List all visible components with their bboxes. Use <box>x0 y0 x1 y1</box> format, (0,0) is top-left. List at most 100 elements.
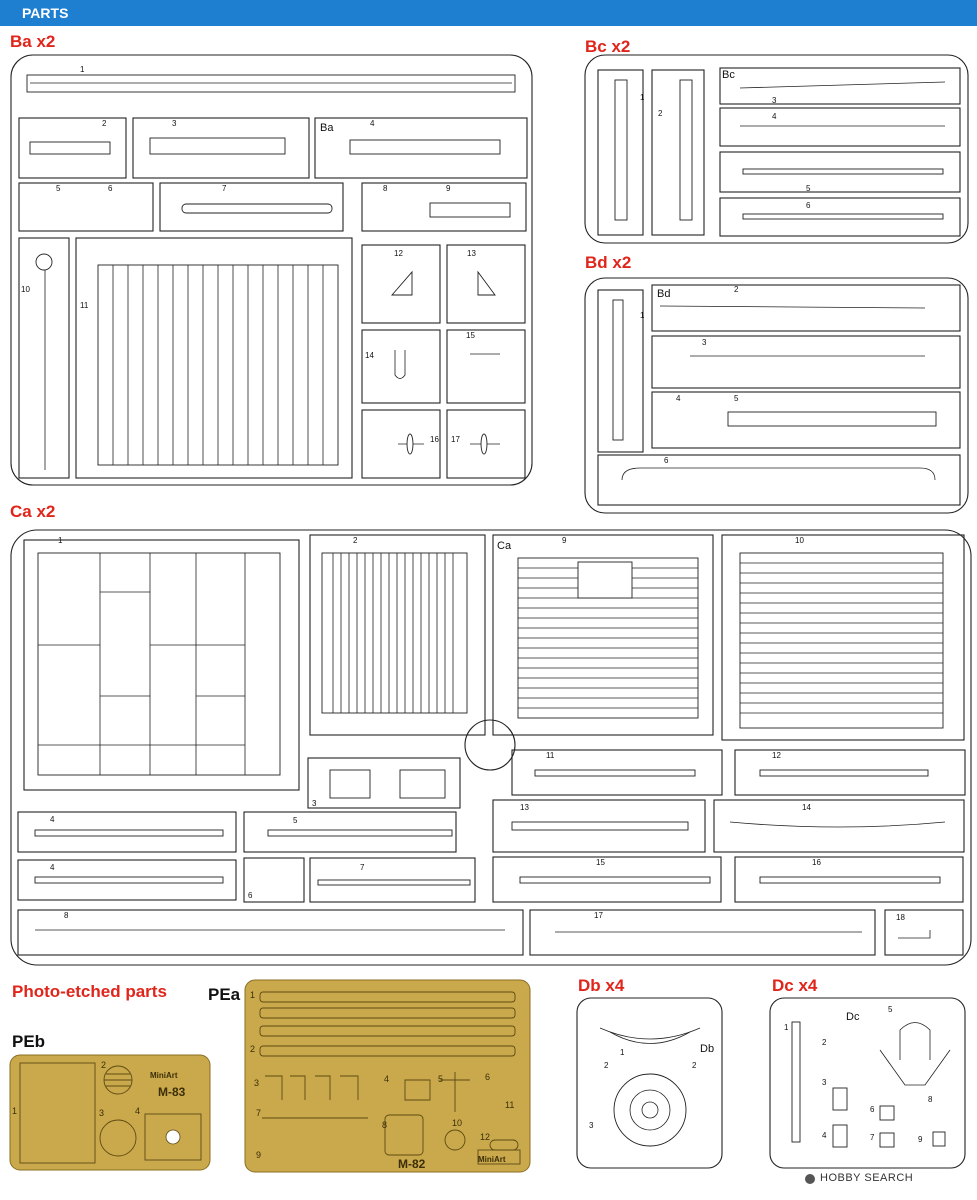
part-number: 4 <box>772 112 777 121</box>
pea-brand: MiniArt <box>478 1155 506 1164</box>
part-number: 14 <box>802 803 811 812</box>
part-number: 9 <box>562 536 567 545</box>
peb-part-numbers: 1 2 3 4 <box>12 1060 140 1118</box>
sprue-dc-label: Dc x4 <box>772 976 818 995</box>
sprue-ba-part-numbers: 1 2 3 4 5 6 7 8 9 10 11 12 13 14 15 16 1… <box>21 65 476 444</box>
part-number: 6 <box>664 456 669 465</box>
part-number: 1 <box>620 1048 625 1057</box>
part-number: 1 <box>58 536 63 545</box>
pea-label: PEa <box>208 985 241 1004</box>
peb-label: PEb <box>12 1032 46 1051</box>
sprue-bc: 1 2 3 4 5 6 Bc <box>584 54 969 244</box>
part-number: 1 <box>12 1106 17 1116</box>
part-number: 9 <box>446 184 451 193</box>
sprue-dc: 1 2 3 4 5 6 7 8 9 Dc <box>769 997 966 1169</box>
part-number: 10 <box>795 536 804 545</box>
part-number: 6 <box>806 201 811 210</box>
part-number: 2 <box>102 119 107 128</box>
sprue-dc-code: Dc <box>846 1011 860 1023</box>
peb-brand: MiniArt <box>150 1071 178 1080</box>
part-number: 12 <box>772 751 781 760</box>
peb-fret: 1 2 3 4 MiniArt M-83 <box>9 1054 211 1171</box>
part-number: 5 <box>293 816 298 825</box>
sprue-bd-code: Bd <box>657 288 670 300</box>
part-number: 6 <box>870 1105 875 1114</box>
header-bar: PARTS <box>0 0 977 26</box>
watermark-logo <box>805 1174 815 1184</box>
part-number: 5 <box>438 1074 443 1084</box>
photo-etched-heading: Photo-etched parts <box>12 982 167 1001</box>
part-number: 4 <box>50 863 55 872</box>
part-number: 11 <box>546 751 555 760</box>
part-number: 2 <box>822 1038 827 1047</box>
pea-part-numbers: 1 2 3 4 5 6 7 8 9 10 11 12 <box>250 990 514 1160</box>
part-number: 2 <box>692 1061 697 1070</box>
part-number: 4 <box>676 394 681 403</box>
part-number: 3 <box>312 799 317 808</box>
part-number: 5 <box>806 184 811 193</box>
part-number: 1 <box>80 65 85 74</box>
part-number: 13 <box>520 803 529 812</box>
part-number: 12 <box>394 249 403 258</box>
watermark-text: HOBBY SEARCH <box>820 1172 914 1184</box>
part-number: 5 <box>888 1005 893 1014</box>
sprue-db-part-numbers: 1 2 2 3 <box>589 1048 697 1130</box>
part-number: 15 <box>596 858 605 867</box>
sprue-dc-part-numbers: 1 2 3 4 5 6 7 8 9 <box>784 1005 933 1144</box>
part-number: 4 <box>822 1131 827 1140</box>
part-number: 7 <box>870 1133 875 1142</box>
part-number: 1 <box>640 93 645 102</box>
part-number: 10 <box>452 1118 462 1128</box>
part-number: 6 <box>485 1072 490 1082</box>
part-number: 1 <box>784 1023 789 1032</box>
header-title: PARTS <box>22 5 69 21</box>
sprue-bc-part-numbers: 1 2 3 4 5 6 <box>640 93 811 210</box>
part-number: 16 <box>812 858 821 867</box>
part-number: 3 <box>772 96 777 105</box>
part-number: 1 <box>250 990 255 1000</box>
pea-fret: 1 2 3 4 5 6 7 8 9 10 11 12 MiniArt M-82 <box>244 979 531 1173</box>
part-number: 11 <box>80 301 89 310</box>
part-number: 10 <box>21 285 30 294</box>
part-number: 1 <box>640 311 645 320</box>
part-number: 6 <box>108 184 113 193</box>
part-number: 4 <box>384 1074 389 1084</box>
sprue-db: 1 2 2 3 Db <box>576 997 723 1169</box>
part-number: 18 <box>896 913 905 922</box>
part-number: 14 <box>365 351 374 360</box>
part-number: 9 <box>918 1135 923 1144</box>
peb-code: M-83 <box>158 1085 186 1099</box>
part-number: 3 <box>702 338 707 347</box>
part-number: 8 <box>64 911 69 920</box>
sprue-ba-label: Ba x2 <box>10 32 56 51</box>
sprue-ca-part-numbers: 1 2 3 4 4 5 6 7 8 9 10 11 12 13 14 15 16… <box>50 536 905 922</box>
part-number: 3 <box>99 1108 104 1118</box>
sprue-bc-code: Bc <box>722 69 735 81</box>
part-number: 3 <box>822 1078 827 1087</box>
sprue-ba: 1 2 3 4 5 6 7 8 9 10 11 12 13 14 15 16 1… <box>10 54 533 486</box>
part-number: 11 <box>505 1100 514 1110</box>
sprue-ca: 1 2 3 4 4 5 6 7 8 9 10 11 12 13 14 15 16… <box>10 529 972 966</box>
part-number: 7 <box>256 1108 261 1118</box>
sprue-ca-label: Ca x2 <box>10 502 56 521</box>
part-number: 8 <box>382 1120 387 1130</box>
part-number: 3 <box>254 1078 259 1088</box>
part-number: 4 <box>50 815 55 824</box>
sprue-bd-label: Bd x2 <box>585 253 632 272</box>
part-number: 4 <box>370 119 375 128</box>
part-number: 4 <box>135 1106 140 1116</box>
sprue-bc-label: Bc x2 <box>585 37 631 56</box>
part-number: 3 <box>172 119 177 128</box>
part-number: 2 <box>101 1060 106 1070</box>
part-number: 5 <box>56 184 61 193</box>
part-number: 2 <box>658 109 663 118</box>
sprue-db-code: Db <box>700 1043 714 1055</box>
sprue-bd: 1 2 3 4 5 6 Bd <box>584 277 969 514</box>
part-number: 16 <box>430 435 439 444</box>
part-number: 2 <box>353 536 358 545</box>
part-number: 12 <box>480 1132 490 1142</box>
part-number: 3 <box>589 1121 594 1130</box>
part-number: 7 <box>360 863 365 872</box>
part-number: 5 <box>734 394 739 403</box>
sprue-bd-part-numbers: 1 2 3 4 5 6 <box>640 285 739 465</box>
